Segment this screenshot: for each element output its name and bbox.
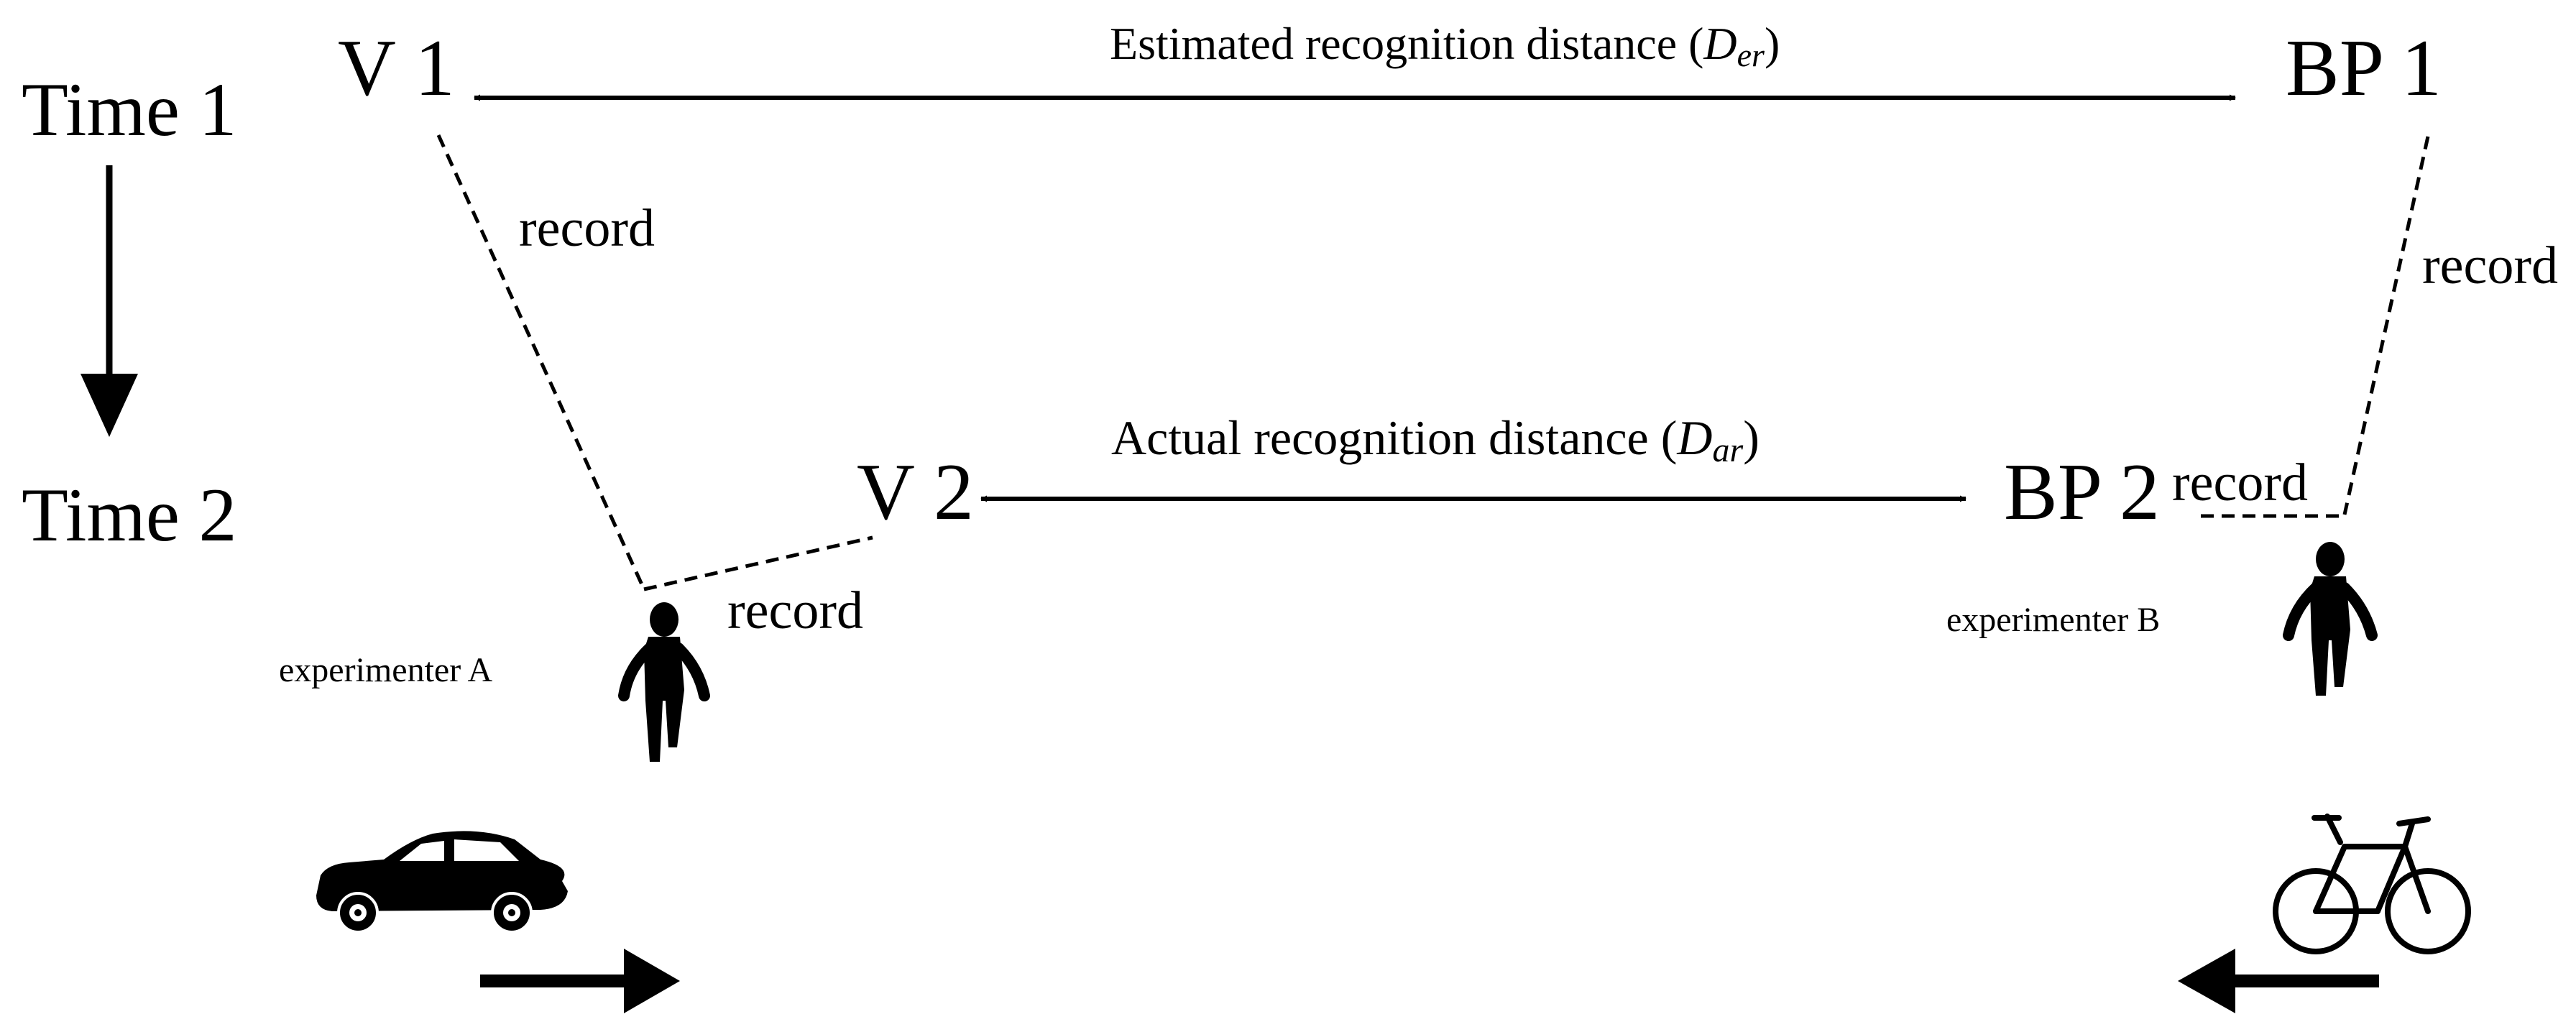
bp1-label: BP 1 [2286, 24, 2442, 113]
bicycle-icon [2273, 814, 2471, 954]
person-icon [618, 602, 710, 762]
record-label-v2: record [727, 581, 863, 640]
arrow-left-icon [2178, 949, 2379, 1013]
actual-distance-label: Actual recognition distance (Dar) [1111, 410, 1760, 469]
car-icon [316, 831, 568, 934]
record-label-bp1: record [2422, 236, 2558, 295]
estimated-distance-label: Estimated recognition distance (Der) [1110, 18, 1780, 73]
record-line-a-v2 [643, 535, 873, 591]
person-icon [2283, 542, 2378, 696]
v2-label: V 2 [857, 448, 974, 537]
record-line-bp1-b [2342, 136, 2430, 515]
record-label-bp2: record [2172, 453, 2308, 512]
experimenter-a-label: experimenter A [279, 651, 493, 689]
arrow-right-icon [480, 949, 680, 1013]
record-lines [436, 134, 2430, 591]
time-1-label: Time 1 [22, 68, 236, 152]
record-label-v1: record [519, 199, 655, 258]
bp2-label: BP 2 [2004, 448, 2160, 537]
experimenter-b-label: experimenter B [1946, 601, 2160, 639]
time-down-arrow [80, 165, 138, 437]
time-2-label: Time 2 [22, 473, 236, 557]
v1-label: V 1 [338, 24, 455, 113]
